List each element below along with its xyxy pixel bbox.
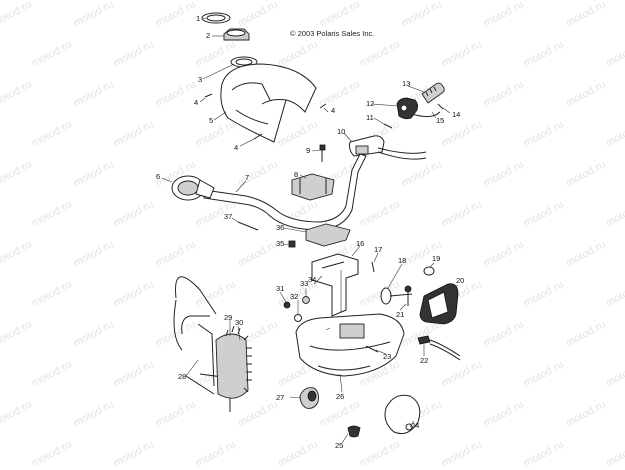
callout-31: 31	[276, 284, 285, 293]
callout-32: 32	[290, 292, 299, 301]
callout-24: 24	[411, 421, 420, 430]
callout-11: 11	[366, 113, 374, 122]
part-headlight-pod-5	[220, 63, 317, 143]
callout-18: 18	[398, 256, 407, 265]
part-lower-pod-26	[295, 313, 405, 377]
part-bolt-21	[404, 285, 412, 306]
part-screw-11	[383, 123, 393, 129]
part-handlebar-7	[203, 153, 367, 231]
callout-15: 15	[436, 116, 445, 125]
callout-19: 19	[432, 254, 441, 263]
callout-2: 2	[206, 31, 211, 40]
callout-10: 10	[337, 127, 346, 136]
callout-26: 26	[336, 392, 345, 401]
callout-4a: 4	[194, 98, 199, 107]
part-bushing-2	[223, 28, 250, 41]
callout-22: 22	[420, 356, 429, 365]
callout-23: 23	[383, 352, 392, 361]
callout-37: 37	[224, 212, 233, 221]
callout-25: 25	[335, 441, 344, 450]
part-connector-22	[417, 335, 461, 361]
part-grommet-25	[347, 425, 361, 438]
callout-6: 6	[156, 172, 161, 181]
part-knob-27	[299, 387, 319, 409]
part-bolt-9	[319, 144, 326, 162]
part-lower-clamp-36	[305, 223, 351, 247]
part-bracket-34	[311, 253, 359, 317]
callout-34: 34	[308, 275, 317, 284]
part-nut-31	[283, 301, 291, 309]
part-clamp-8	[291, 173, 335, 201]
callout-29: 29	[224, 313, 233, 322]
callout-9: 9	[306, 146, 311, 155]
callout-4c: 4	[234, 143, 239, 152]
part-lens-24	[384, 394, 421, 435]
callout-20: 20	[456, 276, 465, 285]
callout-13: 13	[402, 79, 411, 88]
part-pin-37	[237, 221, 259, 231]
leader-lines	[161, 17, 459, 444]
callout-36: 36	[276, 223, 285, 232]
callout-30: 30	[235, 318, 244, 327]
callout-12: 12	[366, 99, 375, 108]
part-washer-32	[294, 314, 302, 322]
callout-35: 35	[276, 239, 285, 248]
copyright-text: © 2003 Polaris Sales Inc.	[290, 29, 375, 38]
part-grip-13	[421, 82, 445, 104]
callout-16: 16	[356, 239, 365, 248]
part-headlight-20	[419, 283, 459, 325]
part-master-cylinder-6	[171, 175, 215, 201]
part-screw-23	[365, 345, 379, 353]
callout-14: 14	[452, 110, 461, 119]
callout-21: 21	[396, 310, 405, 319]
part-screw-17	[371, 261, 375, 273]
callout-7: 7	[245, 173, 250, 182]
part-cable-15	[411, 103, 444, 118]
part-nut-35	[288, 240, 296, 248]
part-grommet-33	[302, 296, 310, 304]
part-throttle-12	[396, 97, 419, 120]
callout-4b: 4	[331, 106, 336, 115]
callout-3: 3	[198, 75, 203, 84]
callout-5: 5	[209, 116, 214, 125]
part-gear-29	[215, 325, 252, 399]
callout-28: 28	[178, 372, 187, 381]
callout-17: 17	[374, 245, 383, 254]
callout-1: 1	[196, 14, 201, 23]
part-master-cylinder-10	[349, 135, 427, 160]
part-frame-28	[173, 276, 231, 412]
callout-33: 33	[300, 279, 309, 288]
callout-27: 27	[276, 393, 285, 402]
callout-8: 8	[294, 170, 299, 179]
part-oring-19	[423, 266, 435, 276]
part-ring-1	[201, 12, 231, 24]
